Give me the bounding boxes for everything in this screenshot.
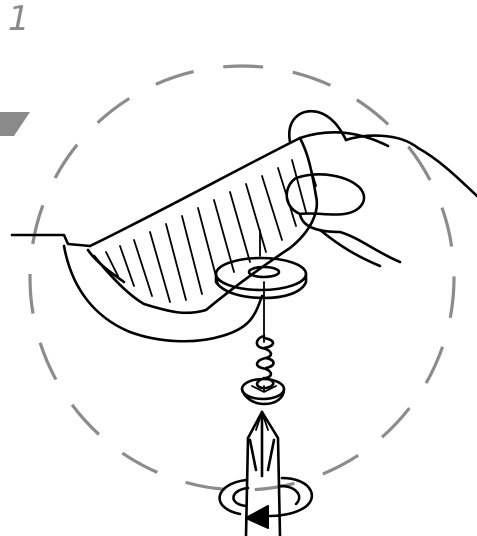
pointer-wedge: [0, 112, 30, 136]
hatching: [106, 152, 316, 302]
screw: [242, 336, 284, 404]
lifted-cover: [90, 132, 388, 312]
washer: [216, 258, 306, 298]
detail-circle: [30, 66, 454, 490]
clockwise-rotation-arrow-icon: [220, 478, 312, 528]
